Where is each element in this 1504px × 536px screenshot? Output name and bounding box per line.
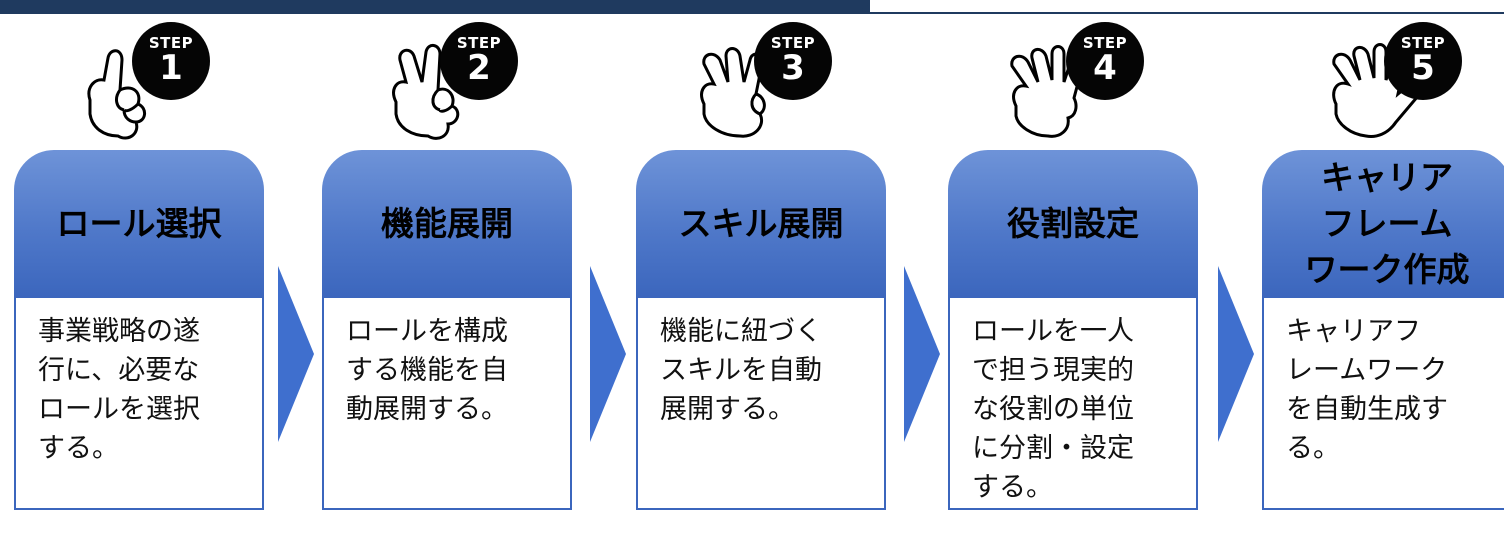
step-2: STEP 2 機能展開 ロールを構成 する機能を自 動展開する。: [322, 0, 572, 536]
step-badge: STEP 5: [1384, 22, 1462, 100]
top-header-band: [0, 0, 870, 14]
step-badge-number: 3: [781, 48, 805, 88]
step-badge-label: STEP: [148, 34, 194, 52]
step-4-icon: STEP 4: [1004, 18, 1144, 150]
step-5-title: キャリア フレーム ワーク作成: [1304, 158, 1470, 289]
step-badge: STEP 1: [132, 22, 210, 100]
step-arrow-4: [1218, 266, 1254, 442]
step-5: STEP 5 キャリア フレーム ワーク作成 キャリアフ レームワーク を自動生…: [1262, 0, 1504, 536]
step-4-title: 役割設定: [1007, 204, 1139, 243]
step-4-body: ロールを一人 で担う現実的 な役割の単位 に分割・設定 する。: [948, 298, 1198, 510]
step-3-icon: STEP 3: [692, 18, 832, 150]
step-badge-label: STEP: [1400, 34, 1446, 52]
step-1-header: ロール選択: [14, 150, 264, 298]
step-arrow-3: [904, 266, 940, 442]
step-2-header: 機能展開: [322, 150, 572, 298]
step-badge: STEP 4: [1066, 22, 1144, 100]
step-badge-number: 1: [159, 48, 183, 88]
hand-four-fingers-icon: [1010, 45, 1084, 138]
step-3: STEP 3 スキル展開 機能に紐づく スキルを自動 展開する。: [636, 0, 886, 536]
step-3-body: 機能に紐づく スキルを自動 展開する。: [636, 298, 886, 510]
step-1-description: 事業戦略の遂 行に、必要な ロールを選択 する。: [38, 316, 200, 464]
step-badge-label: STEP: [1082, 34, 1128, 52]
step-badge: STEP 2: [440, 22, 518, 100]
step-1-title: ロール選択: [56, 204, 222, 243]
step-5-header: キャリア フレーム ワーク作成: [1262, 150, 1504, 298]
step-4-header: 役割設定: [948, 150, 1198, 298]
step-badge-number: 5: [1411, 48, 1435, 88]
step-arrow-1: [278, 266, 314, 442]
step-badge: STEP 3: [754, 22, 832, 100]
step-1-icon: STEP 1: [80, 18, 220, 150]
step-4: STEP 4 役割設定 ロールを一人 で担う現実的 な役割の単位 に分割・設定 …: [948, 0, 1198, 536]
step-1: STEP 1 ロール選択 事業戦略の遂 行に、必要な ロールを選択 する。: [14, 0, 264, 536]
step-2-icon: STEP 2: [382, 18, 522, 150]
hand-two-fingers-icon: [392, 44, 460, 140]
step-3-title: スキル展開: [678, 204, 844, 243]
step-badge-number: 4: [1093, 48, 1117, 88]
step-3-header: スキル展開: [636, 150, 886, 298]
hand-one-finger-icon: [87, 49, 146, 140]
step-2-body: ロールを構成 する機能を自 動展開する。: [322, 298, 572, 510]
top-header-slant: [856, 0, 874, 14]
step-badge-number: 2: [467, 48, 491, 88]
step-1-body: 事業戦略の遂 行に、必要な ロールを選択 する。: [14, 298, 264, 510]
step-2-description: ロールを構成 する機能を自 動展開する。: [346, 316, 508, 425]
step-5-icon: STEP 5: [1326, 18, 1466, 150]
step-badge-label: STEP: [456, 34, 502, 52]
step-5-body: キャリアフ レームワーク を自動生成す る。: [1262, 298, 1504, 510]
step-badge-label: STEP: [770, 34, 816, 52]
step-3-description: 機能に紐づく スキルを自動 展開する。: [660, 316, 822, 425]
step-5-description: キャリアフ レームワーク を自動生成す る。: [1286, 316, 1448, 464]
step-arrow-2: [590, 266, 626, 442]
top-header-line: [870, 0, 1504, 14]
step-4-description: ロールを一人 で担う現実的 な役割の単位 に分割・設定 する。: [972, 316, 1134, 503]
step-2-title: 機能展開: [381, 204, 513, 243]
